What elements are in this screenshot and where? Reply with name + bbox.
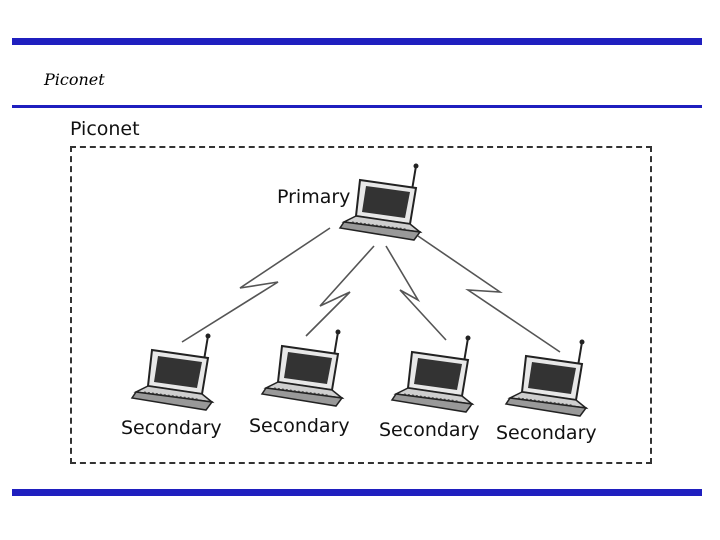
secondary-laptop-icon <box>390 335 475 413</box>
secondary-laptop-icon <box>504 339 589 417</box>
secondary-laptop-icon <box>130 333 215 411</box>
top-accent-bar <box>12 38 702 45</box>
link-to-secondary-2 <box>305 245 375 337</box>
piconet-boundary <box>70 146 652 464</box>
link-to-secondary-4 <box>417 235 561 353</box>
link-to-secondary-1 <box>181 227 331 343</box>
title-divider <box>12 105 702 108</box>
secondary-label: Secondary <box>249 415 350 437</box>
primary-label: Primary <box>277 186 351 208</box>
secondary-label: Secondary <box>121 417 222 439</box>
bottom-accent-bar <box>12 489 702 496</box>
secondary-label: Secondary <box>496 422 597 444</box>
slide-title: Piconet <box>44 70 105 89</box>
link-to-secondary-3 <box>385 245 447 341</box>
secondary-label: Secondary <box>379 419 480 441</box>
secondary-laptop-icon <box>260 329 345 407</box>
primary-laptop-icon <box>338 163 423 241</box>
piconet-group-label: Piconet <box>70 118 140 140</box>
